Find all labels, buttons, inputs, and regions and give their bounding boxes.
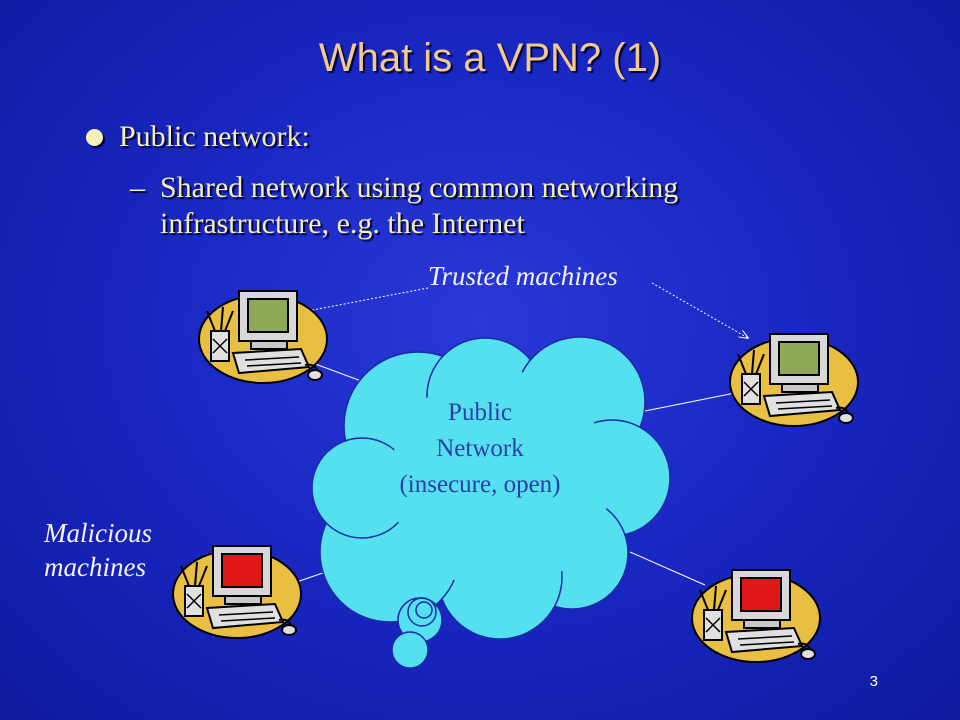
cloud-label: Public Network (insecure, open): [360, 395, 600, 503]
malicious-machines-label: Malicious machines: [44, 516, 152, 584]
link-line: [629, 551, 706, 586]
malicious-label-line2: machines: [44, 552, 146, 582]
trusted-computer-top-left: [198, 290, 328, 384]
sub-bullet-dash: –: [130, 171, 145, 204]
trusted-arrow-left: [292, 287, 429, 314]
public-network-cloud: [311, 336, 671, 669]
link-line: [639, 391, 741, 413]
cloud-label-line1: Public: [448, 399, 512, 426]
malicious-label-line1: Malicious: [44, 518, 152, 548]
malicious-computer-bottom-left: [172, 545, 302, 639]
malicious-computer-bottom-right: [691, 569, 821, 663]
sub-bullet-line2: infrastructure, e.g. the Internet: [160, 207, 525, 240]
page-number: 3: [869, 673, 878, 690]
sub-bullet-line1: Shared network using common networking: [160, 171, 679, 204]
bullet-item: Public network:: [86, 120, 310, 154]
trusted-arrow-right: [651, 282, 748, 338]
bullet-dot-icon: [86, 128, 103, 146]
trusted-machines-label: Trusted machines: [428, 261, 618, 291]
sub-bullet-item: – Shared network using common networking…: [130, 170, 770, 242]
trusted-computer-right: [729, 333, 859, 427]
sub-bullet-text: Shared network using common networking i…: [160, 170, 678, 242]
cloud-label-line3: (insecure, open): [399, 471, 561, 498]
slide-title: What is a VPN? (1): [318, 36, 662, 80]
bullet-text: Public network:: [119, 120, 310, 153]
cloud-label-line2: Network: [436, 435, 524, 462]
